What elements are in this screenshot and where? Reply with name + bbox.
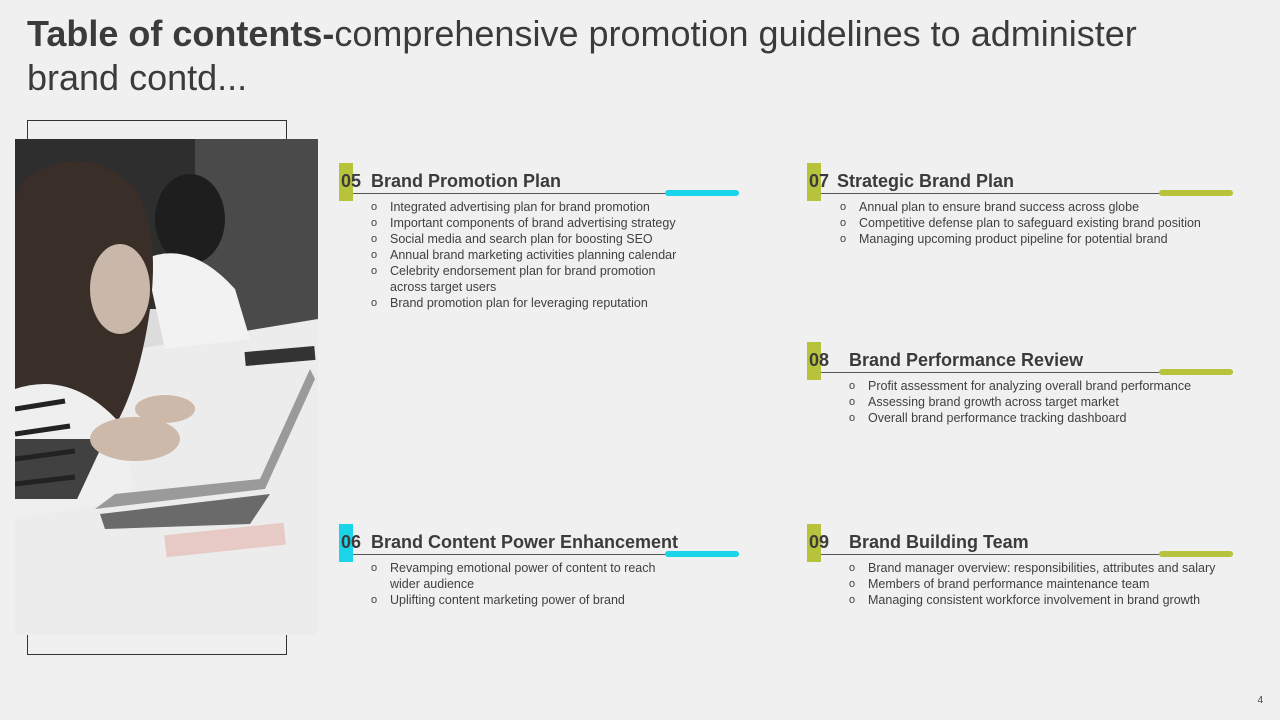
section-number: 08	[809, 350, 830, 370]
section-items: Brand manager overview: responsibilities…	[849, 560, 1233, 608]
section-09: 09 Brand Building Team Brand manager ove…	[807, 524, 1233, 608]
list-item: Brand promotion plan for leveraging repu…	[371, 295, 701, 311]
photo-illustration	[15, 139, 318, 635]
list-item: Social media and search plan for boostin…	[371, 231, 701, 247]
section-underline	[821, 554, 1233, 555]
section-underline	[353, 193, 739, 194]
section-number-box	[807, 342, 821, 380]
list-item: Celebrity endorsement plan for brand pro…	[371, 263, 680, 295]
list-item: Annual plan to ensure brand success acro…	[840, 199, 1233, 215]
section-title: Brand Building Team	[849, 532, 1029, 552]
list-item: Profit assessment for analyzing overall …	[849, 378, 1233, 394]
section-pill	[665, 551, 739, 557]
section-title: Brand Performance Review	[849, 350, 1084, 370]
list-item: Members of brand performance maintenance…	[849, 576, 1233, 592]
list-item: Annual brand marketing activities planni…	[371, 247, 701, 263]
section-items: Revamping emotional power of content to …	[371, 560, 671, 608]
list-item: Managing upcoming product pipeline for p…	[840, 231, 1233, 247]
list-item: Brand manager overview: responsibilities…	[849, 560, 1233, 576]
section-items: Annual plan to ensure brand success acro…	[840, 199, 1233, 247]
section-05: 05 Brand Promotion Plan Integrated adver…	[339, 163, 739, 311]
section-underline	[353, 554, 739, 555]
section-number-box	[807, 163, 821, 201]
section-08: 08 Brand Performance Review Profit asses…	[807, 342, 1233, 426]
section-pill	[1159, 190, 1233, 196]
woman-laptop-photo	[15, 139, 318, 635]
section-number-box	[807, 524, 821, 562]
page-number: 4	[1257, 695, 1263, 706]
section-number-box	[339, 163, 353, 201]
section-number: 07	[809, 171, 830, 191]
list-item: Important components of brand advertisin…	[371, 215, 701, 231]
list-item: Assessing brand growth across target mar…	[849, 394, 1233, 410]
section-items: Profit assessment for analyzing overall …	[849, 378, 1233, 426]
section-pill	[1159, 369, 1233, 375]
list-item: Competitive defense plan to safeguard ex…	[840, 215, 1233, 231]
section-07: 07 Strategic Brand Plan Annual plan to e…	[807, 163, 1233, 247]
list-item: Uplifting content marketing power of bra…	[371, 592, 671, 608]
list-item: Managing consistent workforce involvemen…	[849, 592, 1233, 608]
section-pill	[1159, 551, 1233, 557]
section-underline	[821, 193, 1233, 194]
title-rest: comprehensive promotion guidelines to ad…	[27, 13, 1137, 98]
section-number: 09	[809, 532, 830, 552]
title-bold: Table of contents-	[27, 13, 335, 54]
section-title: Brand Promotion Plan	[371, 171, 562, 191]
section-number-box	[339, 524, 353, 562]
section-items: Integrated advertising plan for brand pr…	[371, 199, 701, 311]
list-item: Overall brand performance tracking dashb…	[849, 410, 1233, 426]
list-item: Integrated advertising plan for brand pr…	[371, 199, 701, 215]
section-number: 05	[341, 171, 362, 191]
section-title: Brand Content Power Enhancement	[371, 532, 679, 552]
section-06: 06 Brand Content Power Enhancement Revam…	[339, 524, 739, 608]
page-title: Table of contents-comprehensive promotio…	[27, 12, 1227, 100]
section-title: Strategic Brand Plan	[837, 171, 1015, 191]
section-pill	[665, 190, 739, 196]
section-underline	[821, 372, 1233, 373]
section-number: 06	[341, 532, 362, 552]
list-item: Revamping emotional power of content to …	[371, 560, 680, 592]
